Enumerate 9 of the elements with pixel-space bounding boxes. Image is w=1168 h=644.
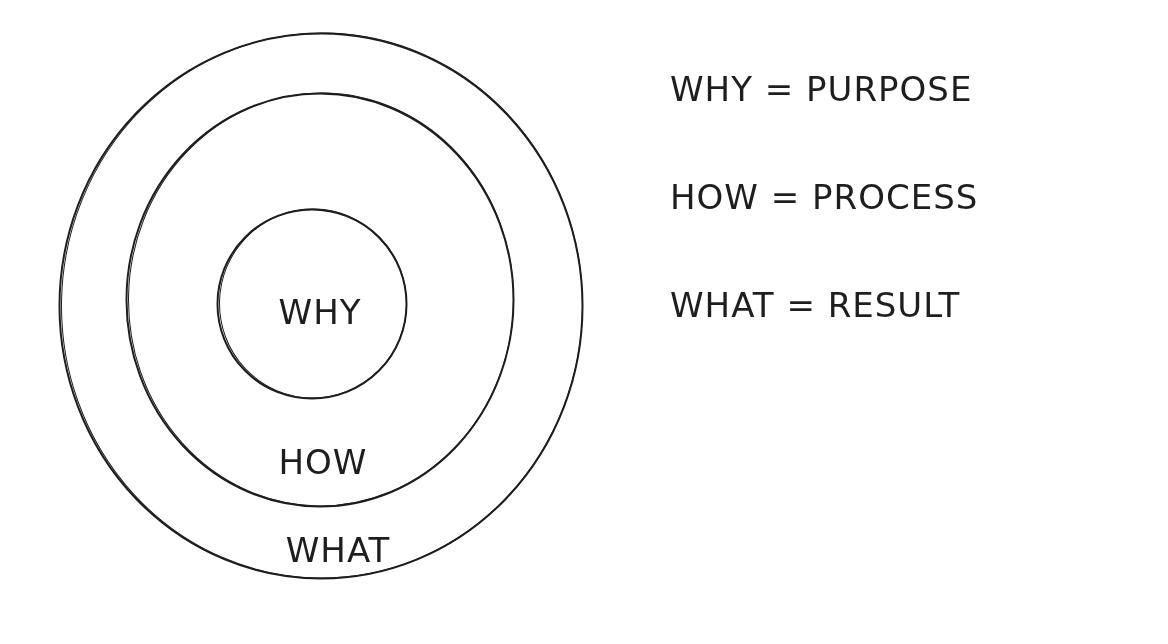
circle-label: WHY	[278, 295, 362, 329]
definition-text: WHY = PURPOSE	[670, 72, 973, 106]
circle-label: WHAT	[285, 533, 391, 567]
outer-circle	[58, 32, 584, 580]
inner-circle	[216, 208, 408, 400]
middle-circle	[125, 92, 515, 508]
definition-text: WHAT = RESULT	[670, 288, 961, 322]
circle-label: HOW	[278, 445, 368, 479]
definition-text: HOW = PROCESS	[670, 180, 979, 214]
